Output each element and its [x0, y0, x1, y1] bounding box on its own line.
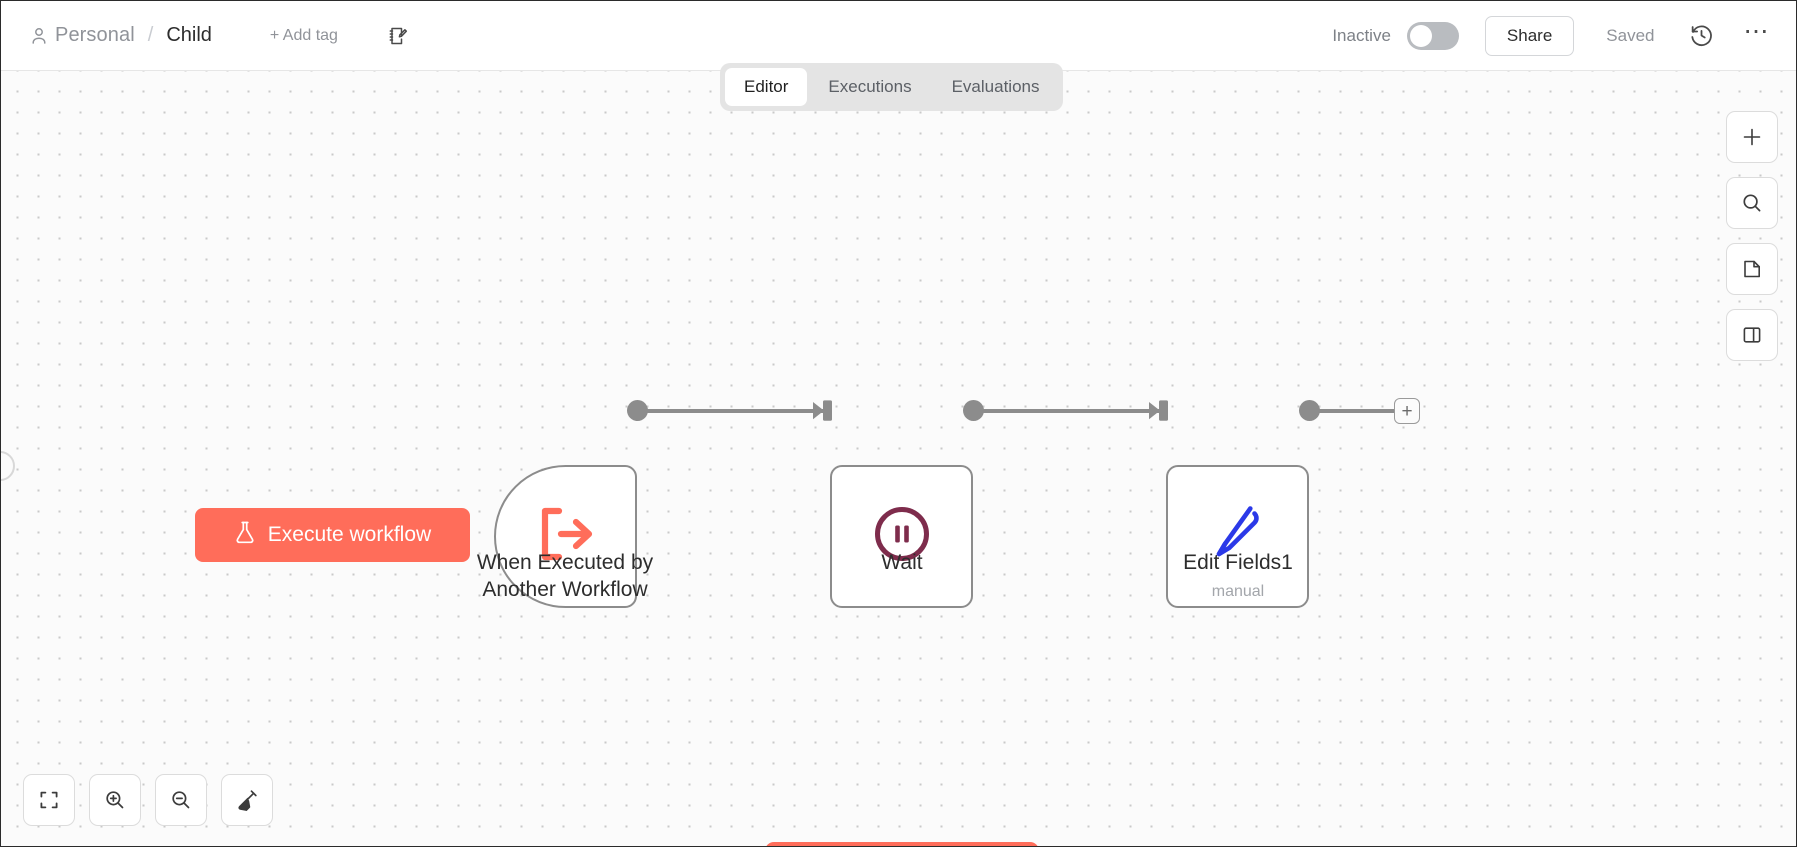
save-status: Saved: [1606, 25, 1655, 45]
tab-evaluations[interactable]: Evaluations: [951, 77, 1040, 96]
connection-trigger-to-wait[interactable]: [637, 409, 825, 413]
breadcrumb-separator: /: [147, 24, 154, 46]
input-connector-wait[interactable]: [813, 398, 835, 424]
offscreen-node-partial: [1, 451, 15, 481]
canvas-bottom-toolbar: [23, 774, 273, 826]
zoom-to-fit-button[interactable]: [23, 774, 75, 826]
editor-tabs: Editor Executions Evaluations: [720, 63, 1064, 111]
pencil-icon: [1207, 503, 1269, 570]
tab-executions[interactable]: Executions: [828, 77, 912, 96]
zoom-in-button[interactable]: [89, 774, 141, 826]
canvas-right-toolbar: [1726, 111, 1778, 361]
search-nodes-button[interactable]: [1726, 177, 1778, 229]
flask-icon: [234, 520, 256, 550]
pause-circle-icon: [873, 505, 931, 568]
notebook-pencil-icon[interactable]: [385, 23, 411, 49]
tab-editor[interactable]: Editor: [725, 68, 808, 106]
workflow-canvas[interactable]: + When Executed by Another Workflow: [1, 71, 1796, 846]
add-sticky-note-button[interactable]: [1726, 243, 1778, 295]
add-node-endpoint-button[interactable]: +: [1394, 398, 1420, 424]
page-title[interactable]: Child: [166, 24, 212, 46]
toggle-knob: [1409, 24, 1432, 47]
output-connector-wait[interactable]: [963, 400, 984, 421]
add-tag-button[interactable]: + Add tag: [269, 26, 338, 44]
share-button[interactable]: Share: [1484, 15, 1575, 56]
add-node-button[interactable]: [1726, 111, 1778, 163]
tidy-up-button[interactable]: [221, 774, 273, 826]
workflow-header: Personal / Child + Add tag Inactive Shar…: [1, 1, 1796, 71]
execute-workflow-label: Execute workflow: [267, 523, 432, 546]
node-wait[interactable]: [830, 465, 973, 608]
activate-workflow-toggle[interactable]: [1406, 21, 1459, 50]
execute-workflow-button-main[interactable]: Execute workflow: [765, 842, 1039, 846]
node-when-executed-by-another-workflow[interactable]: [494, 465, 637, 608]
execute-workflow-button-canvas[interactable]: Execute workflow: [195, 508, 470, 562]
person-icon: [31, 27, 47, 45]
output-connector-trigger[interactable]: [627, 400, 648, 421]
execute-workflow-trigger-icon: [533, 503, 599, 570]
ellipsis-icon[interactable]: ⋯: [1743, 17, 1770, 45]
zoom-out-button[interactable]: [155, 774, 207, 826]
connection-edit-fields-to-endpoint[interactable]: [1309, 409, 1397, 413]
header-actions: Inactive Share Saved ⋯: [1332, 15, 1796, 56]
connection-wait-to-edit-fields[interactable]: [973, 409, 1161, 413]
toggle-side-panel-button[interactable]: [1726, 309, 1778, 361]
output-connector-edit-fields[interactable]: [1299, 400, 1320, 421]
node-edit-fields-1[interactable]: [1166, 465, 1309, 608]
activation-status-label: Inactive: [1332, 25, 1391, 45]
breadcrumb-project[interactable]: Personal: [55, 24, 135, 46]
history-clock-icon[interactable]: [1689, 23, 1714, 48]
breadcrumb: Personal / Child + Add tag: [1, 23, 411, 49]
input-connector-edit-fields[interactable]: [1149, 398, 1171, 424]
